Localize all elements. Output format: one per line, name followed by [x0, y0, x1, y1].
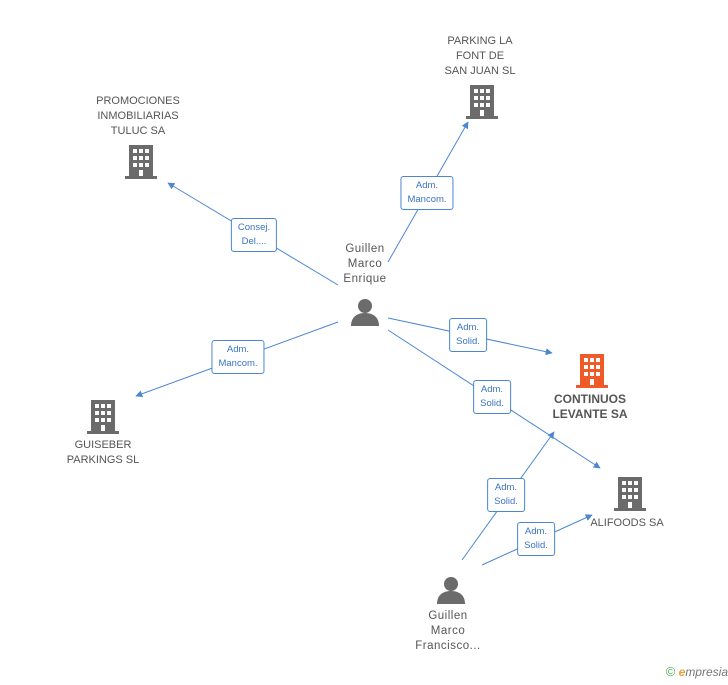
building-icon[interactable] [466, 85, 498, 119]
building-icon[interactable] [125, 145, 157, 179]
brand-initial: e [678, 665, 686, 679]
node-label-promociones[interactable]: PROMOCIONES INMOBILIARIAS TULUC SA [96, 95, 180, 137]
node-label-guillen-francisco[interactable]: Guillen Marco Francisco... [415, 610, 481, 652]
node-label-guillen-enrique[interactable]: Guillen Marco Enrique [343, 243, 387, 285]
brand-name: mpresia [685, 665, 728, 679]
copyright-icon: © [665, 664, 676, 679]
person-icon[interactable] [436, 575, 466, 605]
building-icon[interactable] [87, 400, 119, 434]
edge-label-guiseber[interactable]: Adm. Mancom. [211, 340, 265, 374]
building-icon[interactable] [614, 477, 646, 511]
edge-label-alifoods[interactable]: Adm. Solid. [473, 380, 511, 414]
edge-label-continuos[interactable]: Adm. Solid. [449, 318, 487, 352]
edge-label-parking[interactable]: Adm. Mancom. [400, 176, 454, 210]
footer-brand: © empresia [665, 664, 728, 680]
node-label-guiseber[interactable]: GUISEBER PARKINGS SL [66, 439, 140, 466]
node-label-parking[interactable]: PARKING LA FONT DE SAN JUAN SL [444, 35, 516, 77]
edge-label-fran-continuos[interactable]: Adm. Solid. [487, 478, 525, 512]
person-icon[interactable] [350, 297, 380, 327]
building-icon[interactable] [576, 354, 608, 388]
node-label-alifoods[interactable]: ALIFOODS SA [590, 517, 664, 529]
node-label-continuos[interactable]: CONTINUOS LEVANTE SA [552, 392, 628, 421]
edge-label-fran-alifoods[interactable]: Adm. Solid. [517, 522, 555, 556]
edge-label-promociones[interactable]: Consej. Del.... [230, 218, 278, 252]
